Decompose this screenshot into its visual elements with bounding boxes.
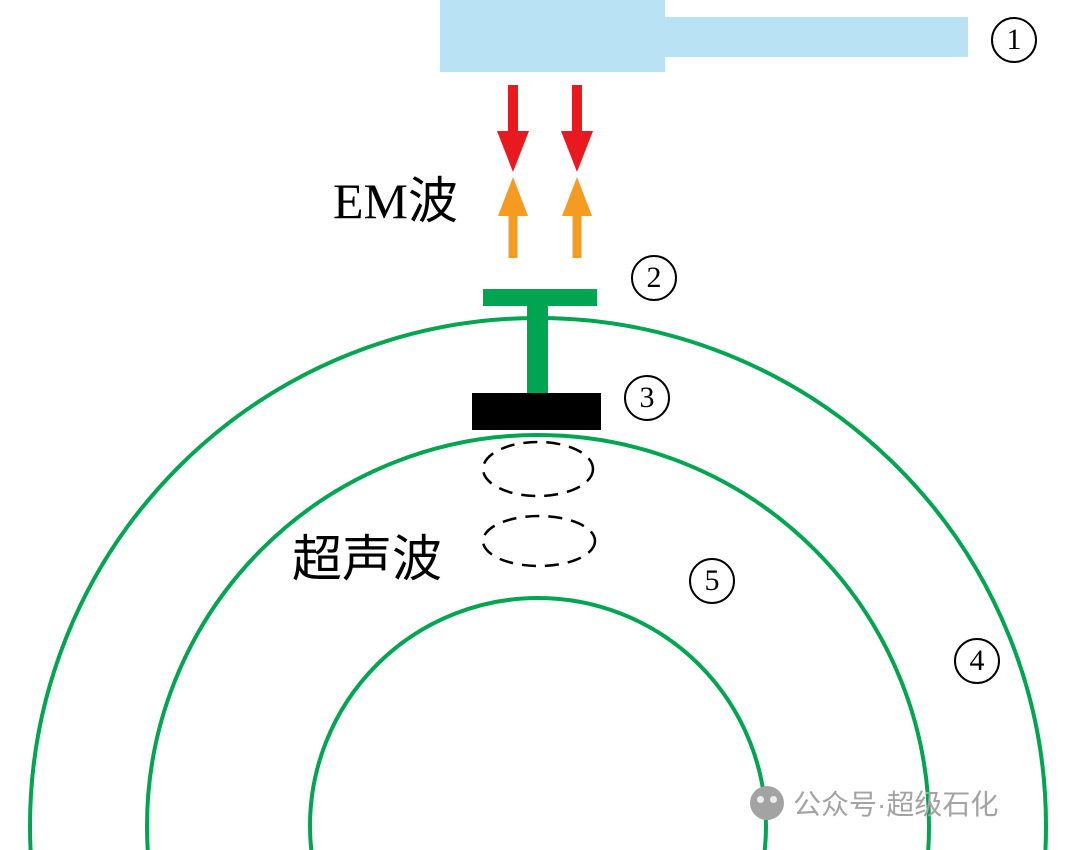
probe-body	[440, 0, 665, 72]
ultrasonic-transducer-block	[472, 393, 601, 430]
em-patch-bar	[483, 289, 597, 306]
ultrasound-wave-label: 超声波	[292, 531, 442, 587]
probe-antenna-shape	[440, 0, 968, 72]
probe-arm	[665, 17, 968, 57]
pipe-middle-arc	[145, 433, 931, 850]
callout-1-number: 1	[1006, 23, 1022, 56]
orange-up-arrow	[498, 177, 528, 258]
ultrasound-pulse-ellipse	[481, 514, 597, 568]
watermark: 公众号·超级石化	[750, 783, 998, 823]
pipe-inner-arc	[308, 596, 768, 850]
red-down-arrow	[497, 85, 529, 172]
ultrasound-pulse-ellipse	[481, 440, 595, 498]
callout-4-number: 4	[969, 644, 985, 677]
orange-up-arrow	[562, 177, 592, 258]
ultrasound-wavefronts	[481, 440, 597, 568]
callout-4: 4	[954, 638, 1000, 684]
em-incident-arrows	[497, 85, 593, 172]
watermark-text: 公众号·超级石化	[793, 789, 999, 820]
callout-3: 3	[624, 375, 670, 421]
callout-3-number: 3	[639, 381, 655, 414]
red-down-arrow	[561, 85, 593, 172]
callout-2-number: 2	[646, 261, 662, 294]
em-wave-label: EM波	[333, 173, 458, 229]
callout-1: 1	[991, 17, 1037, 63]
callout-2: 2	[631, 255, 677, 301]
em-patch-element	[483, 289, 597, 398]
em-reflected-arrows	[498, 177, 592, 258]
callout-5-number: 5	[704, 564, 720, 597]
callout-5: 5	[689, 558, 735, 604]
em-patch-stem	[527, 300, 548, 398]
wechat-account-logo-icon	[750, 786, 784, 820]
